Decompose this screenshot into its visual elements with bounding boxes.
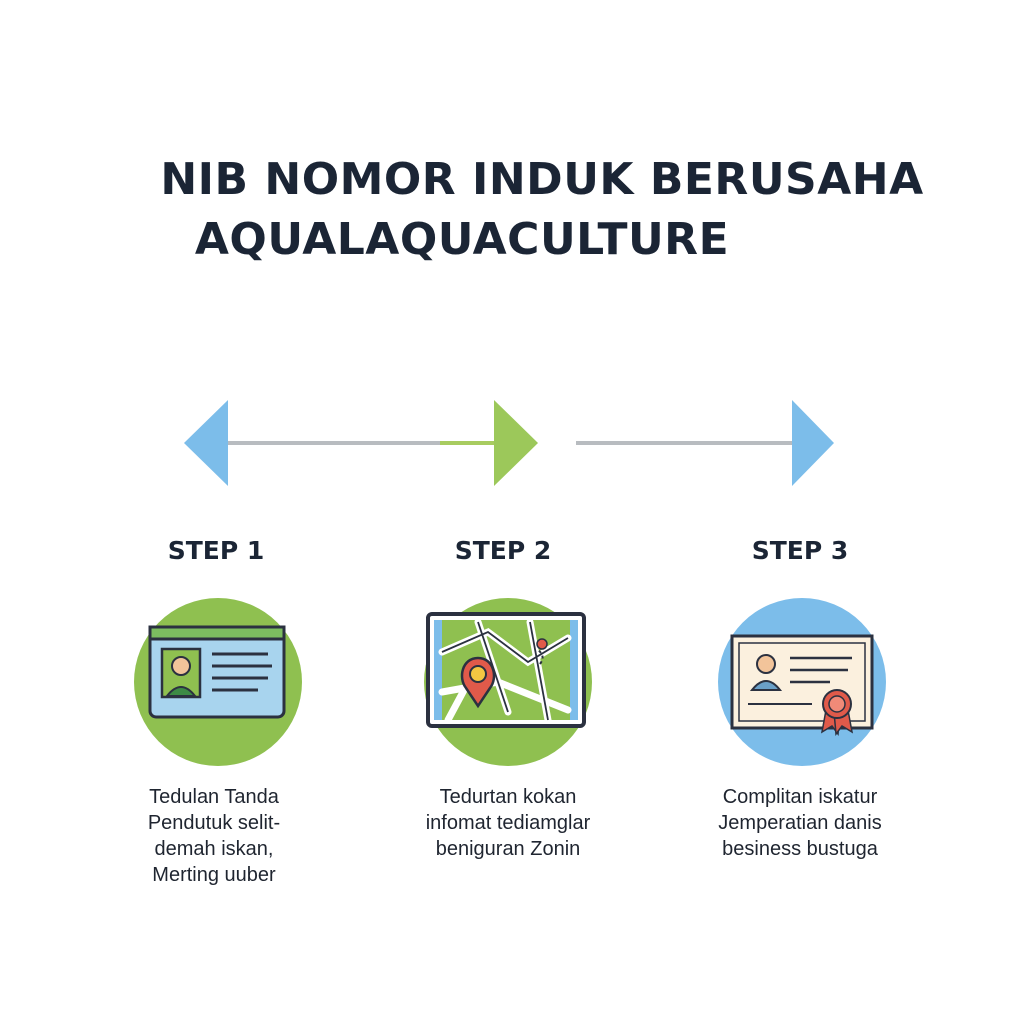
step-3-label: STEP 3 xyxy=(751,536,849,565)
page-title: NIB NOMOR INDUK BERUSAHA AQUALAQUACULTUR… xyxy=(0,150,1024,270)
step-3-desc-line: Jemperatian danis xyxy=(718,812,882,834)
step-2-desc-line: infomat tediamglar xyxy=(425,812,591,834)
title-line-2: AQUALAQUACULTURE xyxy=(194,214,730,265)
step-1-desc-line: demah iskan, xyxy=(154,838,274,860)
map-pin-icon xyxy=(424,598,592,766)
step-2-desc-line: Tedurtan kokan xyxy=(439,786,577,808)
flow-arrows xyxy=(184,400,834,486)
arrow-left-icon xyxy=(184,400,228,486)
step-2-label: STEP 2 xyxy=(454,536,552,565)
arrow-right-blue-icon xyxy=(792,400,834,486)
step-3-desc-line: besiness bustuga xyxy=(722,838,878,860)
step-3-desc-line: Complitan iskatur xyxy=(722,786,878,808)
step-2-description: Tedurtan kokan infomat tediamglar benigu… xyxy=(378,784,638,862)
step-1-desc-line: Pendutuk selit- xyxy=(147,812,281,834)
title-line-1: NIB NOMOR INDUK BERUSAHA xyxy=(160,154,924,205)
arrow-right-green-icon xyxy=(494,400,538,486)
certificate-icon xyxy=(718,598,886,766)
step-1-desc-line: Merting uuber xyxy=(152,864,276,886)
step-3-description: Complitan iskatur Jemperatian danis besi… xyxy=(670,784,930,862)
step-1-desc-line: Tedulan Tanda xyxy=(149,786,279,808)
step-1-description: Tedulan Tanda Pendutuk selit- demah iska… xyxy=(84,784,344,888)
id-card-icon xyxy=(134,598,302,766)
step-2-desc-line: beniguran Zonin xyxy=(435,838,581,860)
step-1-label: STEP 1 xyxy=(167,536,265,565)
